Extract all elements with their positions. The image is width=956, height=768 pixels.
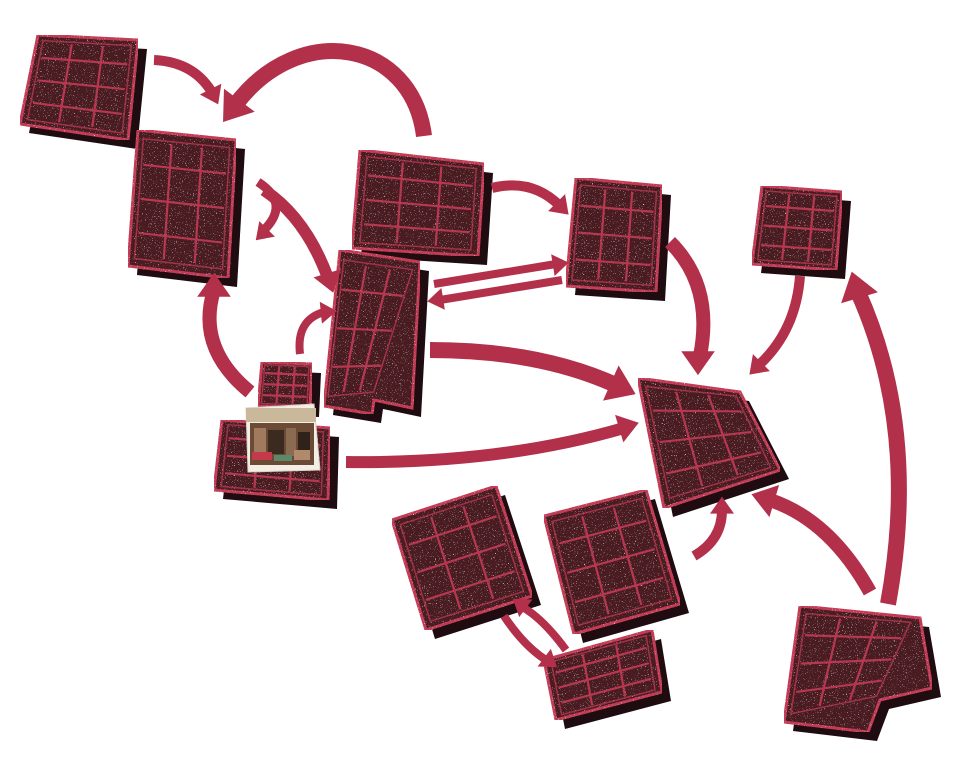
arrow-plot7-to-plot6-shaft <box>300 312 325 354</box>
arrow-plot4-to-plot6-head <box>427 288 445 310</box>
plot-13 <box>784 606 941 741</box>
plots-layer <box>20 35 941 741</box>
arrow-plot8-to-plot9 <box>346 415 639 462</box>
arrow-plot7-to-plot2 <box>197 273 250 392</box>
arrow-plot2-to-plot6-shaft <box>264 190 328 278</box>
arrow-plot7-to-plot2-shaft <box>210 290 251 392</box>
arrow-plot11-to-plot9-shaft <box>694 510 722 556</box>
arrow-plot3-to-plot4-shaft <box>492 185 560 206</box>
arrow-plot3-to-plot2 <box>223 51 424 136</box>
plot-4 <box>566 178 671 301</box>
plot-3-tile <box>352 150 484 256</box>
plot-5 <box>752 186 851 279</box>
arrow-plot6-to-plot9 <box>430 350 636 401</box>
plot-11 <box>544 490 689 643</box>
arrow-plot4-to-plot9-shaft <box>670 242 703 356</box>
plot-1 <box>20 35 147 149</box>
arrow-plot1-to-plot2-shaft <box>154 60 214 96</box>
plot-1-tile <box>20 35 138 140</box>
shopfront-photo <box>246 404 320 472</box>
arrow-plot3-to-plot4 <box>492 185 569 214</box>
arrow-plot13-to-plot5-shaft <box>858 292 899 604</box>
arrow-plot2-to-plot6 <box>264 190 341 293</box>
arrow-plot4-to-plot9 <box>670 242 715 375</box>
plot-6 <box>324 250 429 423</box>
arrow-plot13-to-plot9-shaft <box>770 500 870 592</box>
arrow-plot13-to-plot9 <box>751 485 870 592</box>
arrow-plot4-to-plot9-head <box>681 351 715 375</box>
arrow-plot1-to-plot2 <box>154 60 221 104</box>
arrow-plot8-to-plot9-shaft <box>346 428 624 462</box>
arrow-plot6-to-plot9-shaft <box>430 350 618 386</box>
plot-10 <box>392 486 541 639</box>
plot-2 <box>128 130 245 287</box>
arrow-plot5-to-plot9 <box>749 276 800 375</box>
arrow-plot5-to-plot9-shaft <box>760 276 800 364</box>
arrow-plot3-to-plot2-shaft <box>236 51 424 136</box>
plot-3 <box>352 150 493 265</box>
